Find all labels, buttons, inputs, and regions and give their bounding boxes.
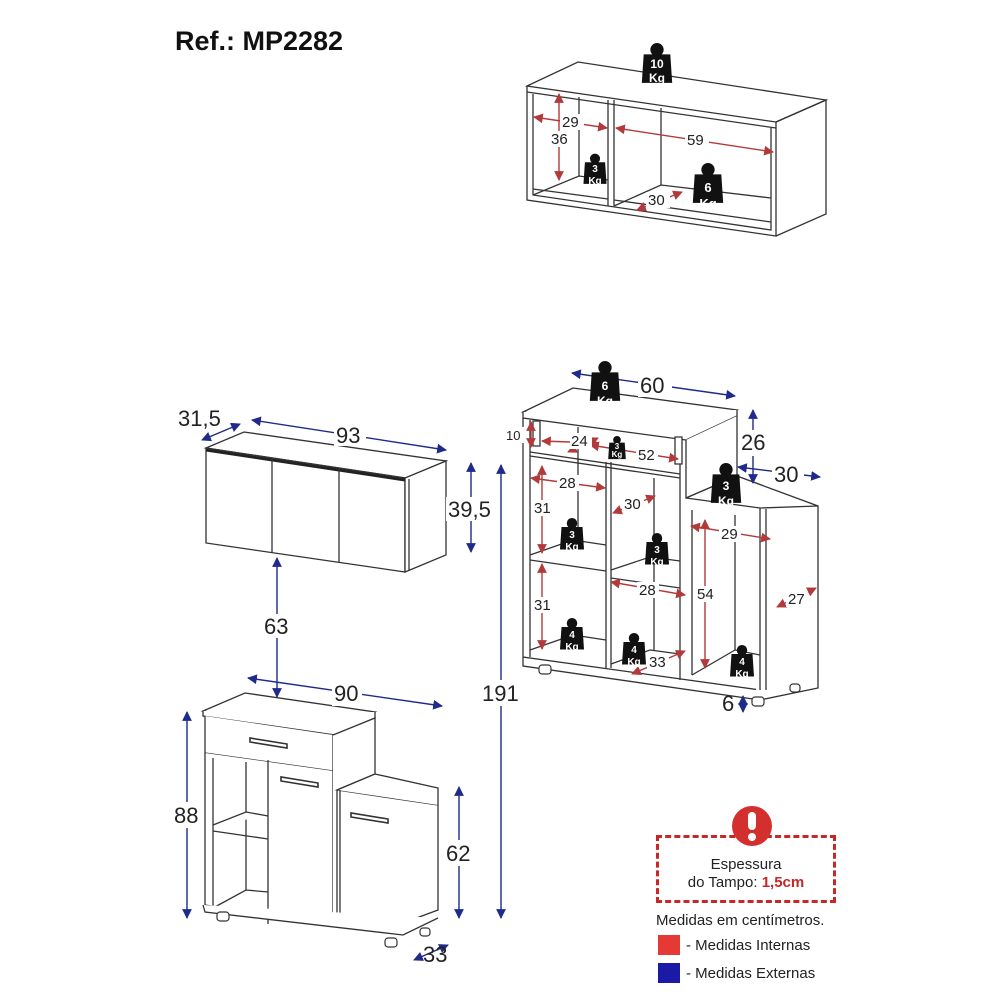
- legend-swatch-red-icon: [658, 935, 680, 955]
- reference-title: Ref.: MP2282: [175, 26, 344, 56]
- dim-wall-height: 39,5: [448, 497, 491, 522]
- dim-side-depth-internal: 27: [788, 591, 805, 608]
- dim-internal-right-width: 59: [687, 132, 704, 149]
- svg-text:Kg: Kg: [718, 494, 734, 508]
- svg-text:Kg: Kg: [650, 557, 663, 568]
- svg-text:4: 4: [739, 657, 745, 668]
- svg-text:3: 3: [569, 530, 575, 541]
- svg-text:6: 6: [704, 180, 711, 195]
- weight-tag-left-compartment: 3 Kg: [583, 153, 607, 187]
- weight-tag-right-compartment: 6 Kg: [692, 163, 724, 211]
- thickness-prefix: do Tampo:: [687, 874, 762, 891]
- weight-tag-top: 10 Kg: [641, 43, 673, 85]
- base-cabinet-handles: [249, 737, 389, 824]
- weight-tag-shelf-upper-left: 3 Kg: [560, 518, 584, 553]
- svg-text:3: 3: [592, 164, 598, 175]
- dim-internal-left-height: 36: [551, 131, 568, 148]
- dim-base-width: 90: [334, 681, 358, 706]
- svg-text:Kg: Kg: [597, 394, 613, 408]
- weight-tag-side-bottom: 4 Kg: [730, 645, 754, 680]
- dim-bottom-depth: 33: [649, 654, 666, 671]
- dim-niche-height-lower: 31: [534, 597, 551, 614]
- dim-internal-left-width: 29: [562, 114, 579, 131]
- dim-niche-depth: 30: [624, 496, 641, 513]
- thickness-label: Espessura: [710, 856, 782, 873]
- units-note: Medidas em centímetros.: [656, 912, 825, 929]
- dim-gap-height: 63: [264, 614, 288, 639]
- svg-text:3: 3: [615, 442, 620, 451]
- svg-text:Kg: Kg: [588, 176, 601, 187]
- svg-text:Kg: Kg: [565, 542, 578, 553]
- dim-caster-height: 6: [722, 691, 734, 716]
- svg-text:3: 3: [723, 479, 730, 493]
- wall-cabinet: [203, 431, 449, 573]
- svg-text:Kg: Kg: [699, 196, 716, 211]
- svg-text:4: 4: [569, 630, 575, 641]
- legend-external: - Medidas Externas: [658, 963, 815, 983]
- dim-wall-depth: 31,5: [178, 406, 221, 431]
- weight-tag-shelf-lower-mid: 4 Kg: [622, 633, 646, 668]
- dim-side-depth: 30: [774, 462, 798, 487]
- weight-tag-shelf-upper-mid: 3 Kg: [645, 533, 669, 568]
- alert-icon: [732, 806, 772, 846]
- base-interior-casters: [538, 664, 801, 707]
- svg-text:Kg: Kg: [627, 657, 640, 668]
- legend-label-internal: - Medidas Internas: [686, 936, 811, 954]
- legend-label-external: - Medidas Externas: [686, 964, 816, 982]
- svg-text:Kg: Kg: [612, 450, 623, 459]
- thickness-value: 1,5cm: [761, 874, 805, 891]
- thickness-note-box: Espessura do Tampo: 1,5cm: [656, 835, 836, 903]
- top-shelf-unit: [524, 61, 829, 237]
- dim-side-height: 54: [697, 586, 714, 603]
- base-cabinet: [200, 692, 439, 936]
- dim-base-side-height: 62: [446, 841, 470, 866]
- dim-drawer-depth: 24: [571, 433, 588, 450]
- dim-niche-width-lower: 28: [639, 582, 656, 599]
- dim-base-height: 88: [174, 803, 198, 828]
- base-cabinet-casters: [216, 911, 431, 948]
- dim-upper-height: 26: [741, 430, 765, 455]
- legend-swatch-blue-icon: [658, 963, 680, 983]
- svg-text:Kg: Kg: [735, 669, 748, 680]
- dim-total-height: 191: [482, 681, 519, 706]
- dim-wall-width: 93: [336, 423, 360, 448]
- weight-tag-side-top: 3 Kg: [710, 463, 742, 508]
- svg-text:4: 4: [631, 645, 637, 656]
- dim-base-depth: 33: [423, 942, 447, 967]
- weight-tag-drawer: 3 Kg: [608, 436, 626, 460]
- svg-text:Kg: Kg: [649, 71, 665, 85]
- dim-side-width: 29: [721, 526, 738, 543]
- dim-niche-width-upper: 28: [559, 475, 576, 492]
- svg-text:Kg: Kg: [565, 642, 578, 653]
- dim-niche-height-upper: 31: [534, 500, 551, 517]
- weight-tag-interior-top: 6 Kg: [589, 361, 621, 408]
- svg-text:10: 10: [650, 57, 664, 71]
- svg-text:3: 3: [654, 545, 660, 556]
- legend-internal: - Medidas Internas: [658, 935, 810, 955]
- svg-text:6: 6: [602, 379, 609, 393]
- dim-drawer-width: 52: [638, 447, 655, 464]
- dim-drawer-height: 10: [506, 428, 520, 443]
- weight-tag-shelf-lower-left: 4 Kg: [560, 618, 584, 653]
- thickness-note-text: Espessura do Tampo: 1,5cm: [659, 856, 833, 892]
- dim-interior-width: 60: [640, 373, 664, 398]
- dim-internal-depth: 30: [648, 192, 665, 209]
